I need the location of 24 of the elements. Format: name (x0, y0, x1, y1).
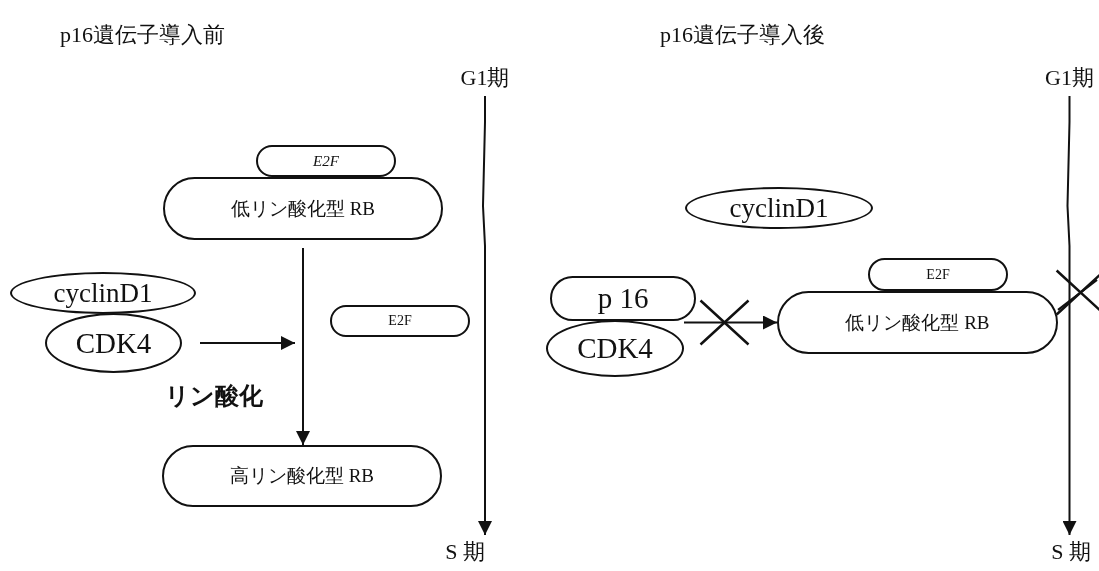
protein-node: p 16 (550, 276, 696, 321)
arrow (683, 315, 778, 330)
protein-node: E2F (868, 258, 1008, 291)
protein-node: 高リン酸化型 RB (162, 445, 442, 507)
phase-label: G1期 (1040, 60, 1099, 96)
protein-node: 低リン酸化型 RB (163, 177, 443, 240)
connector-line (1057, 278, 1098, 311)
protein-node: 低リン酸化型 RB (777, 291, 1058, 354)
protein-ellipse: CDK4 (45, 313, 182, 373)
timeline-arrow (478, 95, 492, 536)
phase-label: S 期 (430, 535, 500, 569)
protein-ellipse: cyclinD1 (685, 187, 873, 229)
arrow (199, 336, 296, 350)
phase-label: S 期 (1043, 535, 1099, 569)
process-label: リン酸化 (165, 381, 263, 412)
protein-ellipse: CDK4 (546, 320, 684, 377)
arrow (296, 247, 310, 446)
panel-heading: p16遺伝子導入後 (660, 21, 825, 49)
protein-ellipse: cyclinD1 (10, 272, 196, 314)
protein-node: E2F (330, 305, 470, 337)
phase-label: G1期 (455, 60, 515, 96)
panel-heading: p16遺伝子導入前 (60, 21, 225, 49)
timeline-arrow (1062, 95, 1077, 536)
protein-node: E2F (256, 145, 396, 177)
